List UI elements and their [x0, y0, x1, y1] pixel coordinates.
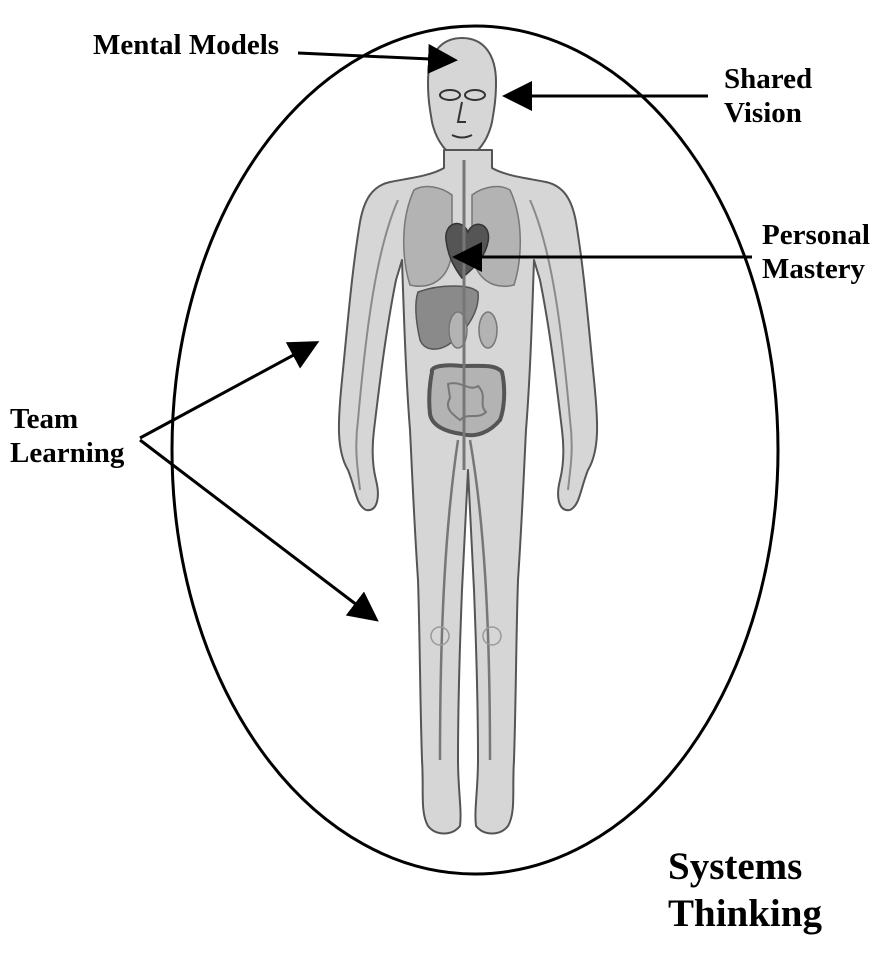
left-lung — [404, 187, 452, 287]
label-systems-thinking: Systems Thinking — [668, 844, 822, 938]
label-personal-mastery: Personal Mastery — [762, 218, 870, 286]
label-shared-vision-line1: Shared — [724, 62, 812, 96]
arrow-team-learning-up — [140, 344, 314, 438]
label-team-learning: Team Learning — [10, 402, 124, 470]
arrow-team-learning-down — [140, 440, 374, 618]
label-personal-mastery-line1: Personal — [762, 218, 870, 252]
label-shared-vision: Shared Vision — [724, 62, 812, 130]
label-shared-vision-line2: Vision — [724, 96, 812, 130]
label-systems-thinking-line1: Systems — [668, 844, 822, 891]
large-intestine — [429, 365, 504, 435]
label-mental-models-text: Mental Models — [93, 28, 279, 62]
kidney-right — [479, 312, 497, 348]
label-systems-thinking-line2: Thinking — [668, 891, 822, 938]
label-mental-models: Mental Models — [93, 28, 279, 62]
arrow-mental-models — [298, 53, 452, 60]
label-personal-mastery-line2: Mastery — [762, 252, 870, 286]
label-team-learning-line1: Team — [10, 402, 124, 436]
head-shape — [428, 38, 496, 160]
label-team-learning-line2: Learning — [10, 436, 124, 470]
